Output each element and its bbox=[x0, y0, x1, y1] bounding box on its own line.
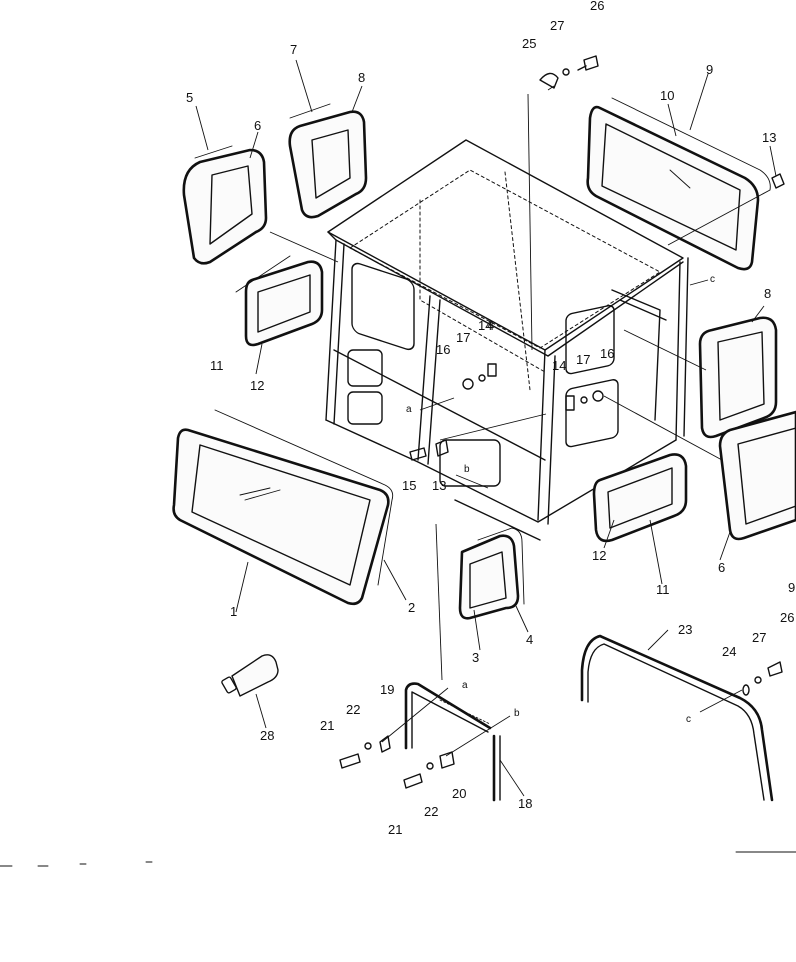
callout-28: 28 bbox=[260, 728, 274, 743]
callout-4-cab: 4 bbox=[487, 318, 494, 333]
callout-17-door: 17 bbox=[576, 352, 590, 367]
ref-b-cab: b bbox=[464, 464, 470, 475]
left-side-window-lower bbox=[235, 255, 324, 347]
callout-11-right: 11 bbox=[656, 582, 670, 597]
callout-12-right: 12 bbox=[592, 548, 606, 563]
callout-26-top: 26 bbox=[590, 0, 604, 13]
stray-marks bbox=[0, 851, 796, 867]
callout-6-right: 6 bbox=[718, 560, 725, 575]
callout-27-right: 27 bbox=[752, 630, 766, 645]
callout-1: 1 bbox=[230, 604, 237, 619]
callout-24: 24 bbox=[722, 644, 736, 659]
callout-13-right: 13 bbox=[762, 130, 776, 145]
callout-22-lower: 22 bbox=[424, 804, 438, 819]
handrail bbox=[580, 634, 774, 802]
callout-19: 19 bbox=[380, 682, 394, 697]
callout-23: 23 bbox=[678, 622, 692, 637]
callout-21-lower: 21 bbox=[388, 822, 402, 837]
right-side-window-middle bbox=[698, 316, 778, 439]
door-stay-bars bbox=[404, 682, 501, 802]
callout-8-top: 8 bbox=[358, 70, 365, 85]
callout-9-right: 9 bbox=[788, 580, 795, 595]
right-door-window bbox=[718, 410, 796, 541]
callout-16-cab: 16 bbox=[436, 342, 450, 357]
cab-frame bbox=[325, 139, 689, 541]
callout-10: 10 bbox=[660, 88, 674, 103]
ref-b-bar: b bbox=[514, 708, 520, 719]
right-top-window bbox=[586, 97, 771, 271]
callout-4: 4 bbox=[526, 632, 533, 647]
callout-15: 15 bbox=[402, 478, 416, 493]
callout-16-door: 16 bbox=[600, 346, 614, 361]
callout-14-cab: 14 bbox=[478, 318, 492, 333]
callout-6-left: 6 bbox=[254, 118, 261, 133]
callout-22-upper: 22 bbox=[346, 702, 360, 717]
ref-a-bar: a bbox=[462, 680, 468, 691]
ref-a-cab: a bbox=[406, 404, 412, 415]
door-window-small bbox=[458, 527, 525, 620]
leader-lines bbox=[269, 85, 771, 757]
fasteners bbox=[339, 55, 785, 789]
front-window-glass bbox=[172, 409, 394, 606]
callout-17-cab: 17 bbox=[456, 330, 470, 345]
callout-27-top: 27 bbox=[550, 18, 564, 33]
ref-c-rail: c bbox=[686, 714, 691, 725]
connector-letters: a a b b c c bbox=[406, 274, 715, 725]
callout-26-right: 26 bbox=[780, 610, 794, 625]
callout-2: 2 bbox=[408, 600, 415, 615]
callout-18: 18 bbox=[518, 796, 532, 811]
right-side-window-lower bbox=[592, 453, 688, 543]
callout-labels: 1 2 3 4 4 5 6 6 7 8 8 9 9 10 11 11 12 12… bbox=[186, 0, 795, 837]
left-rear-window-top bbox=[288, 103, 368, 219]
callout-25: 25 bbox=[522, 36, 536, 51]
callout-9-top: 9 bbox=[706, 62, 713, 77]
sealant-tube bbox=[221, 654, 279, 697]
ref-c-cab: c bbox=[710, 274, 715, 285]
callout-13-front: 13 bbox=[432, 478, 446, 493]
callout-11-left: 11 bbox=[210, 358, 224, 373]
callout-14-door: 14 bbox=[552, 358, 566, 373]
left-rear-window-upper bbox=[182, 145, 268, 265]
callout-5: 5 bbox=[186, 90, 193, 105]
callout-20: 20 bbox=[452, 786, 466, 801]
callout-21-upper: 21 bbox=[320, 718, 334, 733]
callout-7: 7 bbox=[290, 42, 297, 57]
callout-ticks bbox=[195, 59, 777, 797]
callout-3: 3 bbox=[472, 650, 479, 665]
callout-8-right: 8 bbox=[764, 286, 771, 301]
callout-12-left: 12 bbox=[250, 378, 264, 393]
